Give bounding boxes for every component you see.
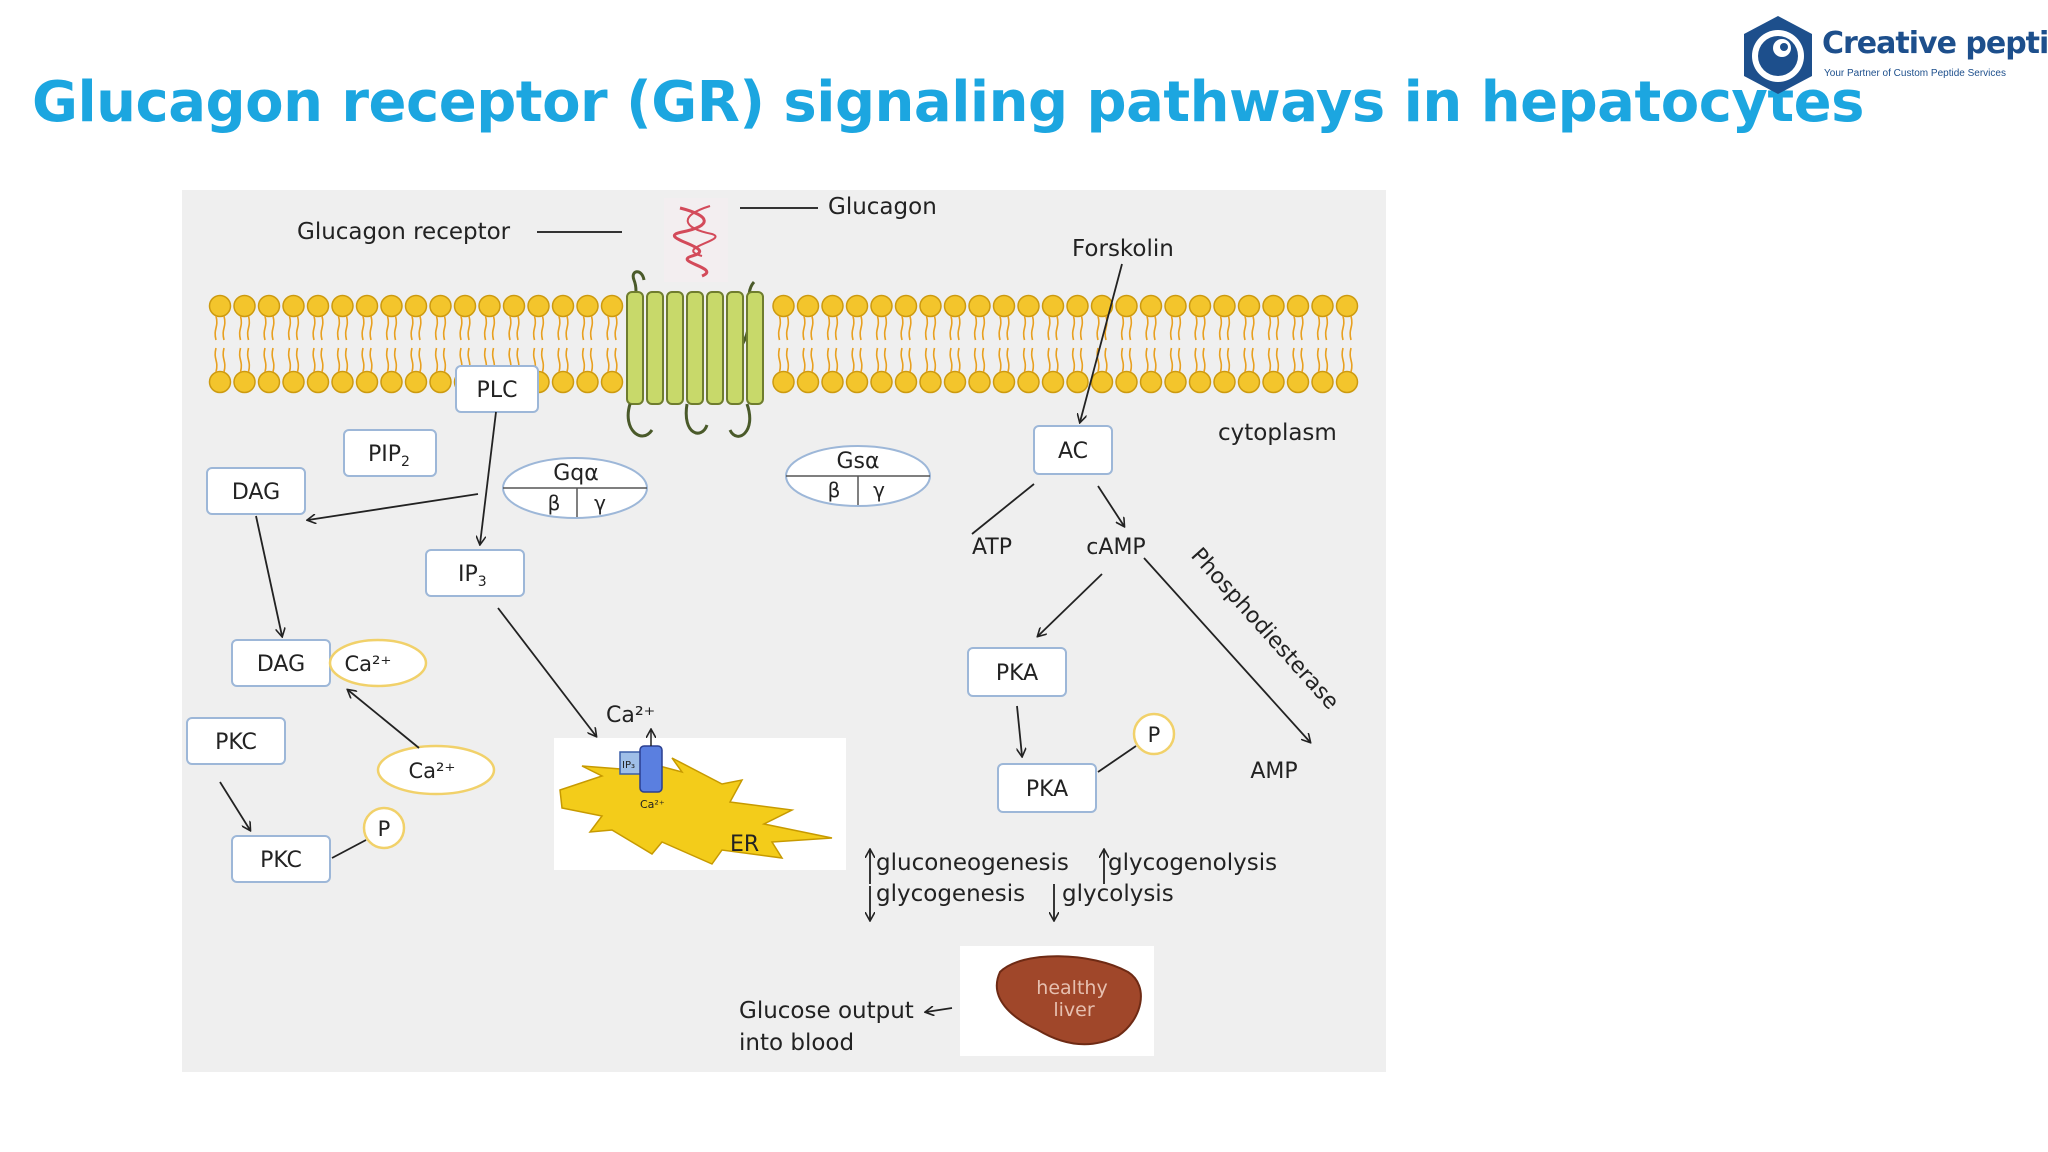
liver-text-line2: liver (1053, 999, 1094, 1021)
atp-label: ATP (972, 535, 1012, 560)
dag-complex-label: DAG (257, 652, 305, 677)
er-ca-label: Ca²⁺ (640, 798, 665, 811)
cell-membrane (208, 294, 1359, 394)
plc-label: PLC (477, 378, 518, 403)
er-ip3-label: IP₃ (622, 760, 635, 771)
dag-box (206, 467, 306, 515)
glycogenesis-label: glycogenesis (876, 881, 1025, 907)
pka-phosphorylated-label: PKA (1026, 777, 1068, 802)
brand-tagline: Your Partner of Custom Peptide Services (1824, 68, 2006, 79)
company-logo: Creative peptides Your Partner of Custom… (1738, 12, 2048, 98)
cytoplasm-label: cytoplasm (1218, 420, 1337, 446)
dag-label: DAG (232, 480, 280, 505)
diagram-panel: Glucagon Glucagon receptor Forskolin cyt… (182, 190, 1386, 1072)
glucose-output-line2: into blood (739, 1030, 854, 1056)
ip3-label: IP3 (458, 562, 487, 590)
glucagon-receptor-label: Glucagon receptor (297, 219, 511, 245)
gs-alpha-label: Gsα (836, 449, 879, 474)
glucagon-receptor-icon (626, 270, 764, 438)
pkc-phosphorylated-box (231, 835, 331, 883)
hexagon-logo-icon (1744, 16, 1812, 94)
page-title: Glucagon receptor (GR) signaling pathway… (32, 70, 1864, 135)
gs-gamma-label: γ (873, 478, 885, 502)
ca-free-circle (376, 744, 496, 796)
liver-icon (995, 955, 1142, 1046)
pkc-phosphorylated-label: PKC (260, 848, 302, 873)
glycogenolysis-label: glycogenolysis (1108, 850, 1277, 876)
gq-protein: Gqα β γ (502, 457, 648, 519)
forskolin-label: Forskolin (1072, 236, 1174, 262)
pka-label: PKA (996, 661, 1038, 686)
ac-label: AC (1058, 439, 1088, 464)
camp-label: cAMP (1086, 535, 1145, 560)
pka-phosphorylated-box (997, 763, 1097, 813)
pka-phosphate-circle (1132, 712, 1176, 756)
gs-protein: Gsα β γ (785, 445, 931, 507)
plc-box (455, 365, 539, 413)
gs-beta-label: β (828, 478, 841, 502)
pkc-label: PKC (215, 730, 257, 755)
pathway-arrows (219, 263, 1310, 1012)
ac-box (1033, 425, 1113, 475)
ip3-box (425, 549, 525, 597)
pkc-box (186, 717, 286, 765)
ca-bound-circle (328, 638, 428, 688)
pkc-phosphate-label: P (378, 817, 391, 841)
glucagon-label: Glucagon (828, 194, 937, 220)
glucagon-peptide-icon (664, 198, 728, 282)
ca-free-label: Ca²⁺ (408, 759, 455, 783)
pka-box (967, 647, 1067, 697)
gluconeogenesis-label: gluconeogenesis (876, 850, 1069, 876)
pkc-phosphate-circle (362, 806, 406, 850)
glucose-output-line1: Glucose output (739, 998, 914, 1024)
pip2-box (343, 429, 437, 477)
amp-label: AMP (1250, 759, 1297, 784)
gq-alpha-label: Gqα (553, 461, 599, 486)
gq-beta-label: β (548, 491, 561, 515)
endoplasmic-reticulum: IP₃ Ca²⁺ ER (554, 730, 846, 870)
pka-phosphate-label: P (1148, 723, 1161, 747)
signaling-diagram: Glucagon Glucagon receptor Forskolin cyt… (186, 194, 1359, 1056)
glycolysis-label: glycolysis (1062, 881, 1174, 907)
ca-bound-label: Ca²⁺ (344, 652, 391, 676)
er-label: ER (730, 832, 759, 857)
pip2-label: PIP2 (368, 442, 410, 470)
liver-text-line1: healthy (1036, 977, 1107, 999)
ca-er-label: Ca²⁺ (606, 703, 655, 728)
gq-gamma-label: γ (594, 491, 606, 515)
brand-name: Creative peptides (1822, 26, 2048, 61)
